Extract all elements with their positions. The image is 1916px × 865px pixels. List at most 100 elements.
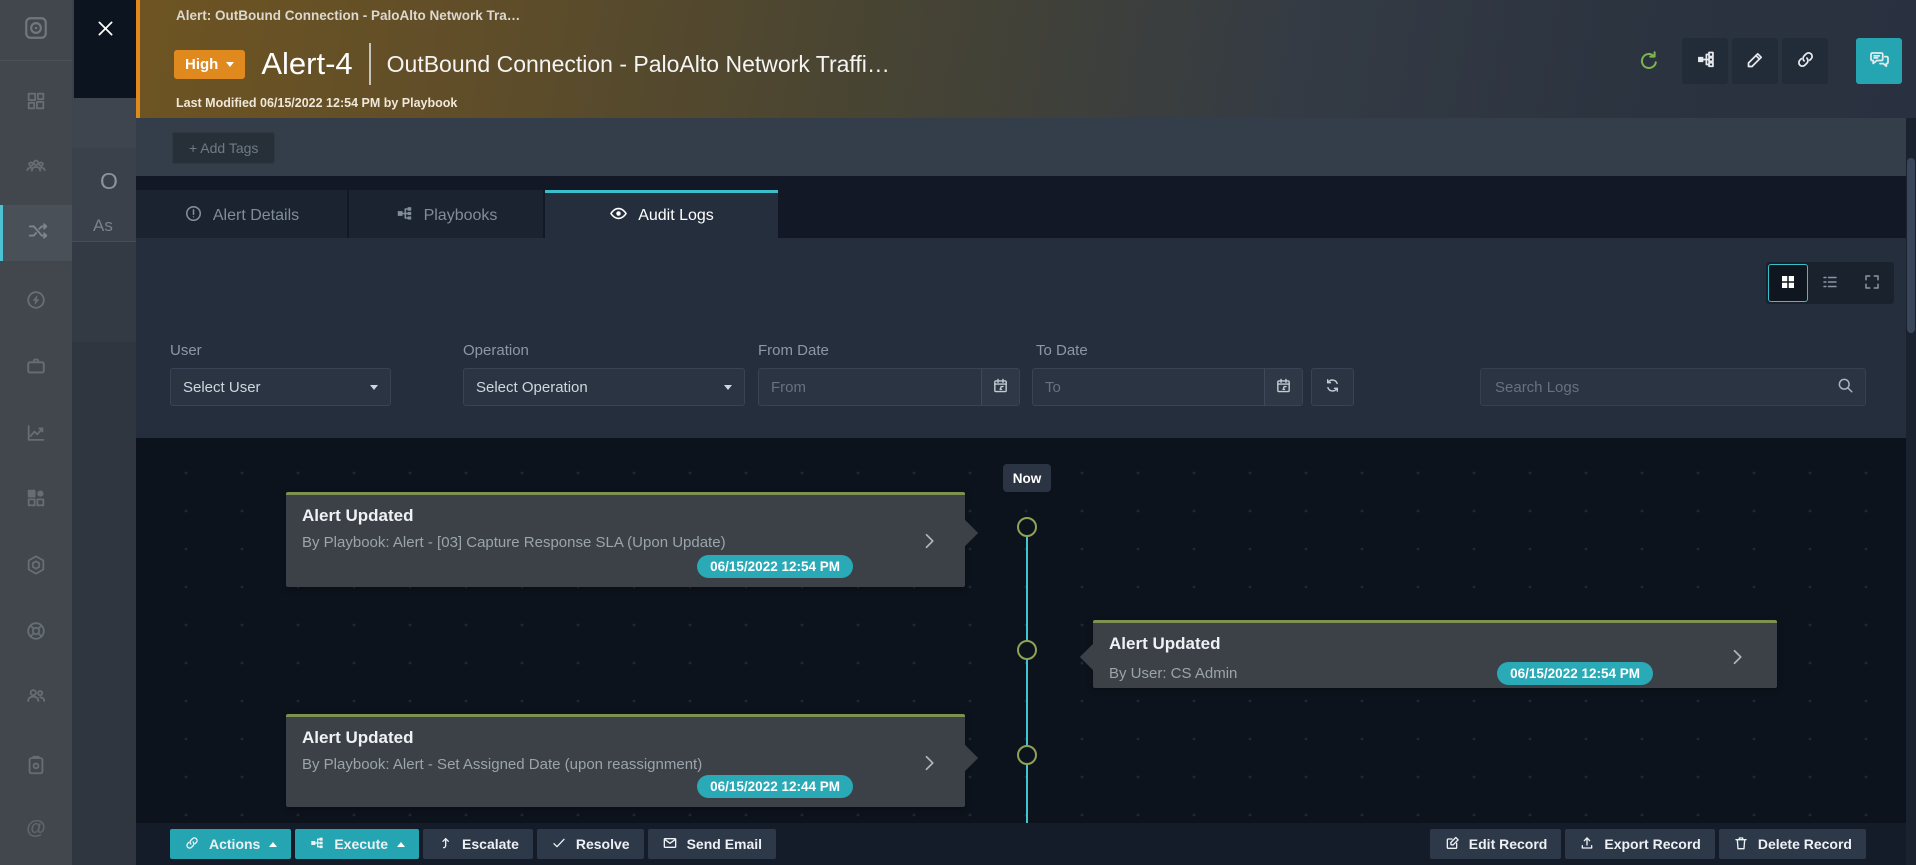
- escalate-button[interactable]: Escalate: [423, 829, 533, 859]
- add-tags-button[interactable]: + Add Tags: [172, 132, 276, 164]
- chevron-right-icon[interactable]: [919, 753, 939, 778]
- record-actions-left: Actions Execute Escalate Resolve: [170, 829, 777, 859]
- escalate-icon: [437, 835, 453, 854]
- from-date-calendar-button[interactable]: [981, 369, 1019, 405]
- export-icon: [1579, 835, 1595, 854]
- underlay-band: [72, 342, 136, 865]
- page-title: OutBound Connection - PaloAlto Network T…: [386, 50, 890, 77]
- info-icon: [184, 204, 203, 228]
- export-record-label: Export Record: [1604, 836, 1701, 852]
- grid-view-button[interactable]: [1768, 264, 1808, 302]
- alert-header: Alert: OutBound Connection - PaloAlto Ne…: [136, 0, 1916, 118]
- comments-icon: [1869, 49, 1890, 73]
- briefcase-icon: [25, 355, 47, 382]
- app-sidebar: @: [0, 0, 72, 865]
- users-icon: [25, 684, 47, 711]
- operation-select[interactable]: Select Operation: [463, 368, 745, 406]
- sidebar-item-widget-library[interactable]: [0, 472, 72, 528]
- severity-badge[interactable]: High: [174, 49, 246, 79]
- resolve-button[interactable]: Resolve: [536, 829, 644, 859]
- chevron-right-icon[interactable]: [1727, 647, 1747, 672]
- actions-button[interactable]: Actions: [170, 829, 292, 859]
- sidebar-item-reports[interactable]: [0, 407, 72, 463]
- calendar-icon: [992, 377, 1009, 398]
- execute-label: Execute: [334, 836, 389, 852]
- edit-square-icon: [1444, 835, 1460, 854]
- operation-select-value: Select Operation: [476, 378, 588, 396]
- chevron-down-icon: [724, 384, 732, 390]
- chevron-down-icon: [370, 384, 378, 390]
- edit-record-button[interactable]: Edit Record: [1429, 829, 1562, 859]
- wheel-icon: [25, 620, 47, 647]
- comments-button[interactable]: [1856, 38, 1902, 84]
- tab-alert-details[interactable]: Alert Details: [136, 190, 347, 238]
- playbooks-button[interactable]: [1682, 38, 1728, 84]
- tab-label: Alert Details: [212, 206, 300, 224]
- last-modified-text: Last Modified 06/15/2022 12:54 PM by Pla…: [176, 96, 458, 110]
- timeline-node: [1017, 517, 1037, 537]
- now-marker: Now: [1003, 464, 1051, 492]
- from-date-label: From Date: [758, 342, 829, 359]
- event-actor: By User: CS Admin: [1109, 665, 1238, 682]
- search-icon: [1836, 376, 1854, 399]
- header-divider: [368, 43, 371, 85]
- sidebar-item-mentions[interactable]: @: [0, 800, 72, 856]
- audit-event-card[interactable]: Alert Updated By Playbook: Alert - Set A…: [286, 714, 979, 807]
- chevron-right-icon[interactable]: [919, 531, 939, 556]
- sidebar-item-case-management[interactable]: [0, 340, 72, 396]
- to-date-calendar-button[interactable]: [1264, 369, 1302, 405]
- audit-event-card[interactable]: Alert Updated By User: CS Admin 06/15/20…: [1079, 620, 1777, 688]
- bolt-circle-icon: [25, 289, 47, 316]
- sidebar-item-user-management[interactable]: [0, 669, 72, 725]
- reset-filters-button[interactable]: [1311, 368, 1354, 406]
- tab-bar: Alert Details Playbooks Audit Logs: [136, 190, 1916, 238]
- hexagon-box-icon: [25, 554, 47, 581]
- send-email-label: Send Email: [686, 836, 763, 852]
- sidebar-item-dashboard[interactable]: [0, 75, 72, 131]
- operation-filter-label: Operation: [463, 342, 529, 359]
- sidebar-item-asset-hub[interactable]: [0, 539, 72, 595]
- sidebar-item-app-logo[interactable]: [0, 2, 72, 58]
- search-input[interactable]: [1481, 378, 1825, 396]
- search-button[interactable]: [1825, 376, 1865, 399]
- sidebar-item-queue-management[interactable]: [0, 140, 72, 196]
- event-actor: By Playbook: Alert - Set Assigned Date (…: [302, 756, 703, 773]
- tab-label: Audit Logs: [638, 206, 714, 224]
- section-gap: [136, 176, 1916, 190]
- tab-playbooks[interactable]: Playbooks: [349, 190, 543, 238]
- list-view-button[interactable]: [1810, 264, 1850, 302]
- to-date-input[interactable]: [1033, 378, 1264, 396]
- breadcrumb: Alert: OutBound Connection - PaloAlto Ne…: [176, 8, 521, 23]
- audit-event-card[interactable]: Alert Updated By Playbook: Alert - [03] …: [286, 492, 979, 587]
- sidebar-item-automation[interactable]: [0, 274, 72, 330]
- playbook-icon: [395, 204, 414, 228]
- close-button[interactable]: [74, 0, 136, 98]
- sidebar-item-routing[interactable]: [0, 205, 72, 261]
- card-pointer: [949, 743, 979, 773]
- scrollbar-thumb[interactable]: [1907, 158, 1915, 333]
- user-select[interactable]: Select User: [170, 368, 391, 406]
- sidebar-item-help-hub[interactable]: [0, 605, 72, 661]
- tab-label: Playbooks: [423, 206, 498, 224]
- refresh-icon: [1324, 377, 1341, 397]
- from-date-field: [758, 368, 1020, 406]
- escalate-label: Escalate: [462, 836, 519, 852]
- expand-button[interactable]: [1852, 264, 1892, 302]
- export-record-button[interactable]: Export Record: [1565, 829, 1715, 859]
- edit-button[interactable]: [1732, 38, 1778, 84]
- send-email-button[interactable]: Send Email: [647, 829, 777, 859]
- eye-icon: [609, 204, 628, 228]
- tab-audit-logs[interactable]: Audit Logs: [545, 190, 778, 238]
- from-date-input[interactable]: [759, 378, 981, 396]
- user-filter-label: User: [170, 342, 202, 359]
- resolve-label: Resolve: [575, 836, 630, 852]
- severity-label: High: [185, 55, 219, 73]
- edit-record-label: Edit Record: [1468, 836, 1548, 852]
- delete-record-button[interactable]: Delete Record: [1718, 829, 1866, 859]
- audit-timeline: Now Alert Updated By Playbook: Alert - […: [136, 438, 1916, 823]
- record-action-bar: Actions Execute Escalate Resolve: [136, 823, 1916, 865]
- scrollbar-track[interactable]: [1906, 118, 1916, 865]
- copy-link-button[interactable]: [1782, 38, 1828, 84]
- execute-button[interactable]: Execute: [295, 829, 420, 859]
- sidebar-item-task-management[interactable]: [0, 739, 72, 795]
